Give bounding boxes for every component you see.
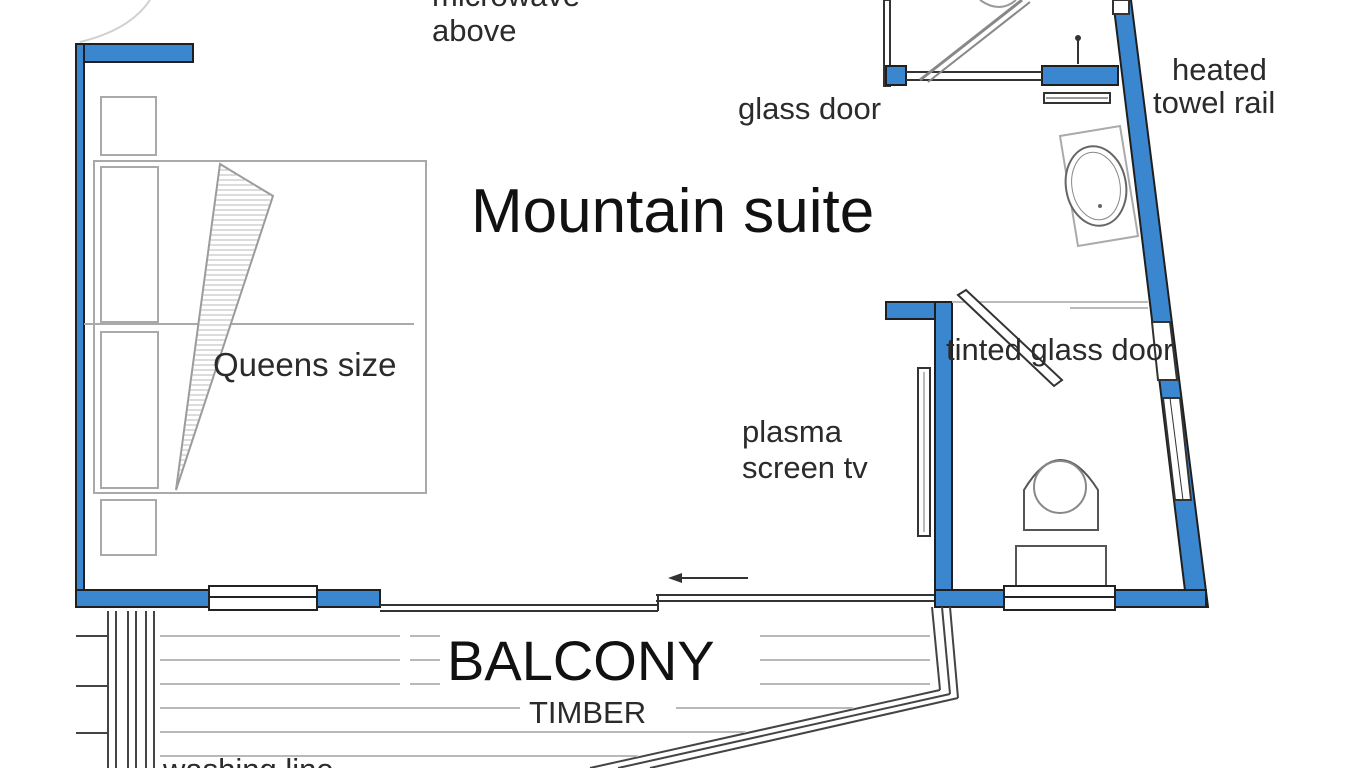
label-tinted-glass-door: tinted glass door <box>946 332 1173 367</box>
sliding-door <box>380 594 935 612</box>
shower-wall-bottom-right <box>1041 65 1119 86</box>
bathroom-wall-bottom-right <box>1113 589 1207 608</box>
label-towel-rail-line1: heated <box>1172 52 1267 87</box>
window-bathroom-bottom <box>1003 585 1116 611</box>
label-tv-line1: plasma <box>742 414 843 449</box>
label-timber: TIMBER <box>529 695 646 730</box>
slide-arrow-icon <box>668 573 748 583</box>
bathroom <box>883 0 1210 611</box>
label-bed: Queens size <box>213 346 396 383</box>
tinted-glass-door-leaf <box>956 288 1064 388</box>
bedside-table-bottom <box>100 499 157 556</box>
label-towel-rail-line2: towel rail <box>1153 85 1275 120</box>
queen-bed <box>84 96 427 556</box>
bedside-table-top <box>100 96 157 156</box>
page-title: Mountain suite <box>471 177 874 246</box>
door-swing-arc <box>79 0 151 43</box>
bedroom-walls <box>75 43 381 608</box>
wall-bottom-left <box>75 589 210 608</box>
label-microwave-line2: above <box>432 13 516 48</box>
vanity-basin <box>1058 124 1140 248</box>
label-balcony: BALCONY <box>447 629 715 692</box>
wall-left <box>75 43 85 608</box>
label-microwave-line1: microwave <box>432 0 580 13</box>
window-right-upper <box>1150 321 1179 381</box>
label-tv-line2: screen tv <box>742 450 868 485</box>
bathroom-wall-bottom-left <box>934 589 1006 608</box>
wall-top-left <box>75 43 194 63</box>
shower-wall-bottom-left <box>885 65 907 86</box>
label-glass-door: glass door <box>738 91 881 126</box>
glass-door-leaf <box>919 0 1023 82</box>
folded-cover <box>175 162 275 491</box>
wall-bottom-mid <box>316 589 381 608</box>
label-washing-line: washing line <box>162 752 334 768</box>
window-bottom-left <box>208 585 318 611</box>
balcony-deck <box>76 606 959 768</box>
pillow-bottom <box>100 331 159 489</box>
toilet <box>1015 459 1107 587</box>
pillow-top <box>100 166 159 323</box>
